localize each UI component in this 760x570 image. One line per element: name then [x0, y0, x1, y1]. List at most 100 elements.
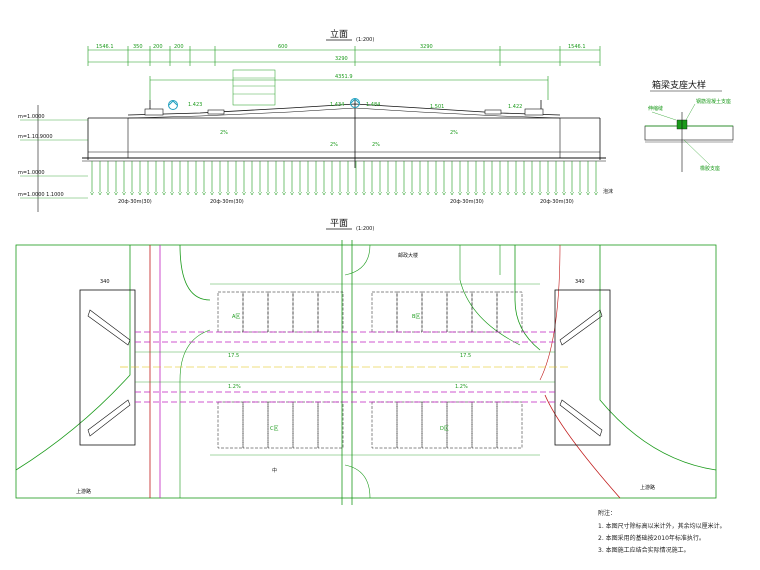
- pile-tip: [370, 191, 374, 196]
- pile-tip: [490, 191, 494, 196]
- deck-cell: [471, 291, 498, 333]
- deck-cell: [446, 401, 473, 449]
- pile-tip: [186, 191, 190, 196]
- deck-cell: [317, 291, 344, 333]
- deck-cell: [421, 291, 448, 333]
- note-line-2: 3. 本图施工应结合实际情况施工。: [598, 546, 690, 554]
- pile-tip: [114, 191, 118, 196]
- pile-tip: [154, 191, 158, 196]
- cell-label-2: C区: [270, 426, 279, 432]
- detail-label-2: 橡胶支座: [700, 165, 720, 172]
- marker-symbols: [168, 98, 360, 110]
- pile-tip: [594, 191, 598, 196]
- plan-labels: 17.5 17.5 A区 B区 C区 D区 1.2% 1.2% 邮政大楼 中 上…: [76, 252, 655, 495]
- deck-cell: [267, 291, 294, 333]
- pile-tip: [322, 191, 326, 196]
- pile-tip: [522, 191, 526, 196]
- elevation-title: 立面: [330, 28, 348, 40]
- pile-tip: [554, 191, 558, 196]
- pile-group: [90, 161, 598, 196]
- pile-tip: [482, 191, 486, 196]
- pile-tip: [442, 191, 446, 196]
- pile-tip: [514, 191, 518, 196]
- elevation-annotation-stack: [232, 69, 276, 106]
- deck-cell: [446, 291, 473, 333]
- pile-tip: [346, 191, 350, 196]
- bridge-deck: [82, 100, 606, 168]
- pile-tip: [146, 191, 150, 196]
- pile-tip: [362, 191, 366, 196]
- dim-overall: 4351.9: [335, 74, 353, 80]
- slope-1: 2%: [330, 142, 338, 148]
- left-width: 340: [100, 279, 110, 285]
- plan-scale: (1:200): [356, 226, 374, 232]
- pile-tip: [170, 191, 174, 196]
- deck-cell: [292, 291, 319, 333]
- pile-tip: [530, 191, 534, 196]
- abutment-left: 340: [79, 279, 136, 446]
- left-elevation-scale: m=1.0000 m=1.10.9000 m=1.0000 m=1.0000 1…: [18, 105, 88, 212]
- pile-tip: [578, 191, 582, 196]
- deck-cells: [217, 291, 523, 449]
- level-3: 1.501: [430, 104, 444, 110]
- pile-tip: [314, 191, 318, 196]
- pile-tip: [538, 191, 542, 196]
- note-line-1: 2. 本图采用的基础按2010年标准执行。: [598, 534, 705, 542]
- detail-label-1: 钢筋混凝土支座: [696, 98, 731, 105]
- pile-tip: [394, 191, 398, 196]
- deck-cell: [317, 401, 344, 449]
- axis-label-1: 1.2%: [455, 384, 468, 390]
- deck-cell: [396, 291, 423, 333]
- pile-tip: [434, 191, 438, 196]
- pile-tip: [298, 191, 302, 196]
- north-label: 邮政大楼: [398, 252, 418, 259]
- plan-view: 平面 (1:200) 340: [15, 218, 717, 505]
- elevation-top-dimensions: 1546.1 350 200 200 600 3290 1546.1 3290 …: [87, 44, 601, 100]
- pile-tip: [258, 191, 262, 196]
- bearing-detail: 箱梁支座大样 伸缩缝 钢筋混凝土支座 橡胶支座: [644, 79, 734, 172]
- pile-tip: [234, 191, 238, 196]
- plan-dimensions: [210, 283, 540, 456]
- detail-label-0: 伸缩缝: [648, 105, 663, 112]
- elev-label-1: m=1.10.9000: [18, 134, 53, 140]
- level-2: 1.484: [366, 102, 380, 108]
- pile-tip: [546, 191, 550, 196]
- pile-tip: [106, 191, 110, 196]
- pile-tip: [410, 191, 414, 196]
- elevation-view: 立面 (1:200) 1546.1 350 200 200 600 3290 1…: [18, 28, 613, 212]
- elev-label-2: m=1.0000: [18, 170, 45, 176]
- deck-cell: [471, 401, 498, 449]
- lane-label-1: 17.5: [460, 353, 471, 359]
- level-1: 1.434: [330, 102, 344, 108]
- pile-tip: [178, 191, 182, 196]
- pile-tip: [450, 191, 454, 196]
- pile-tip: [274, 191, 278, 196]
- pile-tip: [250, 191, 254, 196]
- pile-tip: [474, 191, 478, 196]
- elevation-scale: (1:200): [356, 37, 374, 43]
- cell-label-3: D区: [440, 426, 449, 432]
- pile-tip: [498, 191, 502, 196]
- dim-top-2: 200: [153, 44, 163, 50]
- right-note: 泡沫: [603, 188, 613, 195]
- pile-tip: [266, 191, 270, 196]
- pile-tip: [466, 191, 470, 196]
- deck-cell: [242, 401, 269, 449]
- pile-tip: [586, 191, 590, 196]
- pile-tip: [194, 191, 198, 196]
- pile-tip: [90, 191, 94, 196]
- deck-cell: [371, 401, 398, 449]
- pile-labels: 20ф·30m(30) 20ф·30m(30) 20ф·30m(30) 20ф·…: [118, 188, 613, 205]
- dim-top-4: 600: [278, 44, 288, 50]
- level-0: 1.423: [188, 102, 202, 108]
- pile-tip: [378, 191, 382, 196]
- deck-cell: [217, 401, 244, 449]
- pile-tip: [210, 191, 214, 196]
- pile-tip: [562, 191, 566, 196]
- pile-tip: [98, 191, 102, 196]
- pile-tip: [506, 191, 510, 196]
- road-left: 上游路: [76, 488, 91, 495]
- pile-tip: [306, 191, 310, 196]
- road-right: 上游路: [640, 484, 655, 491]
